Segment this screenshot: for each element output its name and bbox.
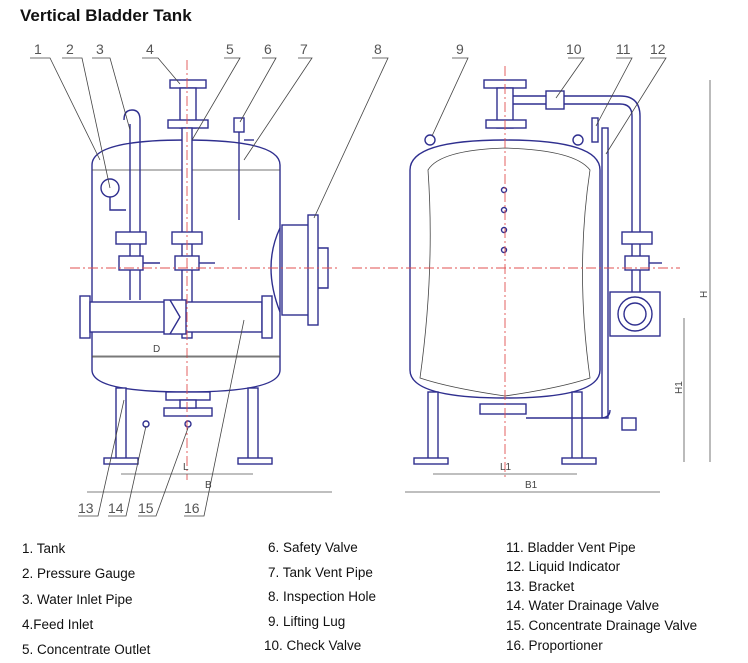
legend-item-8: 8. Inspection Hole: [268, 589, 377, 604]
legend-item-11: 11. Bladder Vent Pipe: [506, 540, 636, 555]
legend-item-2: 2. Pressure Gauge: [22, 566, 136, 581]
dim-h1: H1: [674, 381, 685, 394]
tank-shell: [91, 139, 281, 393]
dim-l: L: [183, 462, 189, 473]
diagram-title: Vertical Bladder Tank: [20, 6, 192, 25]
side-view: [352, 66, 680, 480]
legend-item-16: 16. Proportioner: [506, 638, 603, 653]
tank-drawing: D L B: [30, 57, 711, 517]
lifting-lug: [424, 134, 436, 146]
legend-item-5: 5. Concentrate Outlet: [22, 642, 151, 657]
bottom-outlet: [163, 391, 213, 417]
legend-item-14: 14. Water Drainage Valve: [506, 598, 660, 613]
inspection-hole: [270, 214, 329, 326]
side-tank-shell: [409, 139, 601, 399]
proportioner-assembly: [79, 295, 273, 339]
check-valve: [513, 90, 641, 300]
liquid-indicator: [601, 127, 609, 419]
legend-item-10: 10. Check Valve: [264, 638, 362, 653]
front-dimensions: D L B: [87, 344, 332, 493]
water-inlet-pipe: [115, 109, 160, 300]
side-proportioner: [609, 291, 661, 337]
dim-l1: L1: [500, 462, 512, 473]
bladder-vent-pipe: [591, 117, 599, 143]
dim-b1: B1: [525, 480, 538, 491]
front-view: [70, 60, 340, 480]
legend-item-13: 13. Bracket: [506, 579, 575, 594]
legend-item-15: 15. Concentrate Drainage Valve: [506, 618, 698, 633]
dim-h: H: [699, 291, 710, 298]
legend-item-6: 6. Safety Valve: [268, 540, 358, 555]
legend-item-1: 1. Tank: [22, 541, 66, 556]
dim-d: D: [153, 344, 160, 355]
side-dimensions: L1 B1 H H1: [405, 80, 711, 493]
dim-b: B: [205, 480, 212, 491]
legend-item-4: 4.Feed Inlet: [22, 617, 94, 632]
safety-valve: [233, 117, 254, 220]
legend-item-7: 7. Tank Vent Pipe: [268, 565, 373, 580]
bracket-legs: [103, 387, 273, 465]
legend-item-3: 3. Water Inlet Pipe: [22, 592, 133, 607]
bladder: [419, 147, 591, 397]
legend-item-12: 12. Liquid Indicator: [506, 559, 621, 574]
pressure-gauge: [100, 178, 126, 211]
feed-inlet: [167, 79, 209, 129]
legend-item-9: 9. Lifting Lug: [268, 614, 346, 629]
callout-leaders: [30, 57, 667, 517]
